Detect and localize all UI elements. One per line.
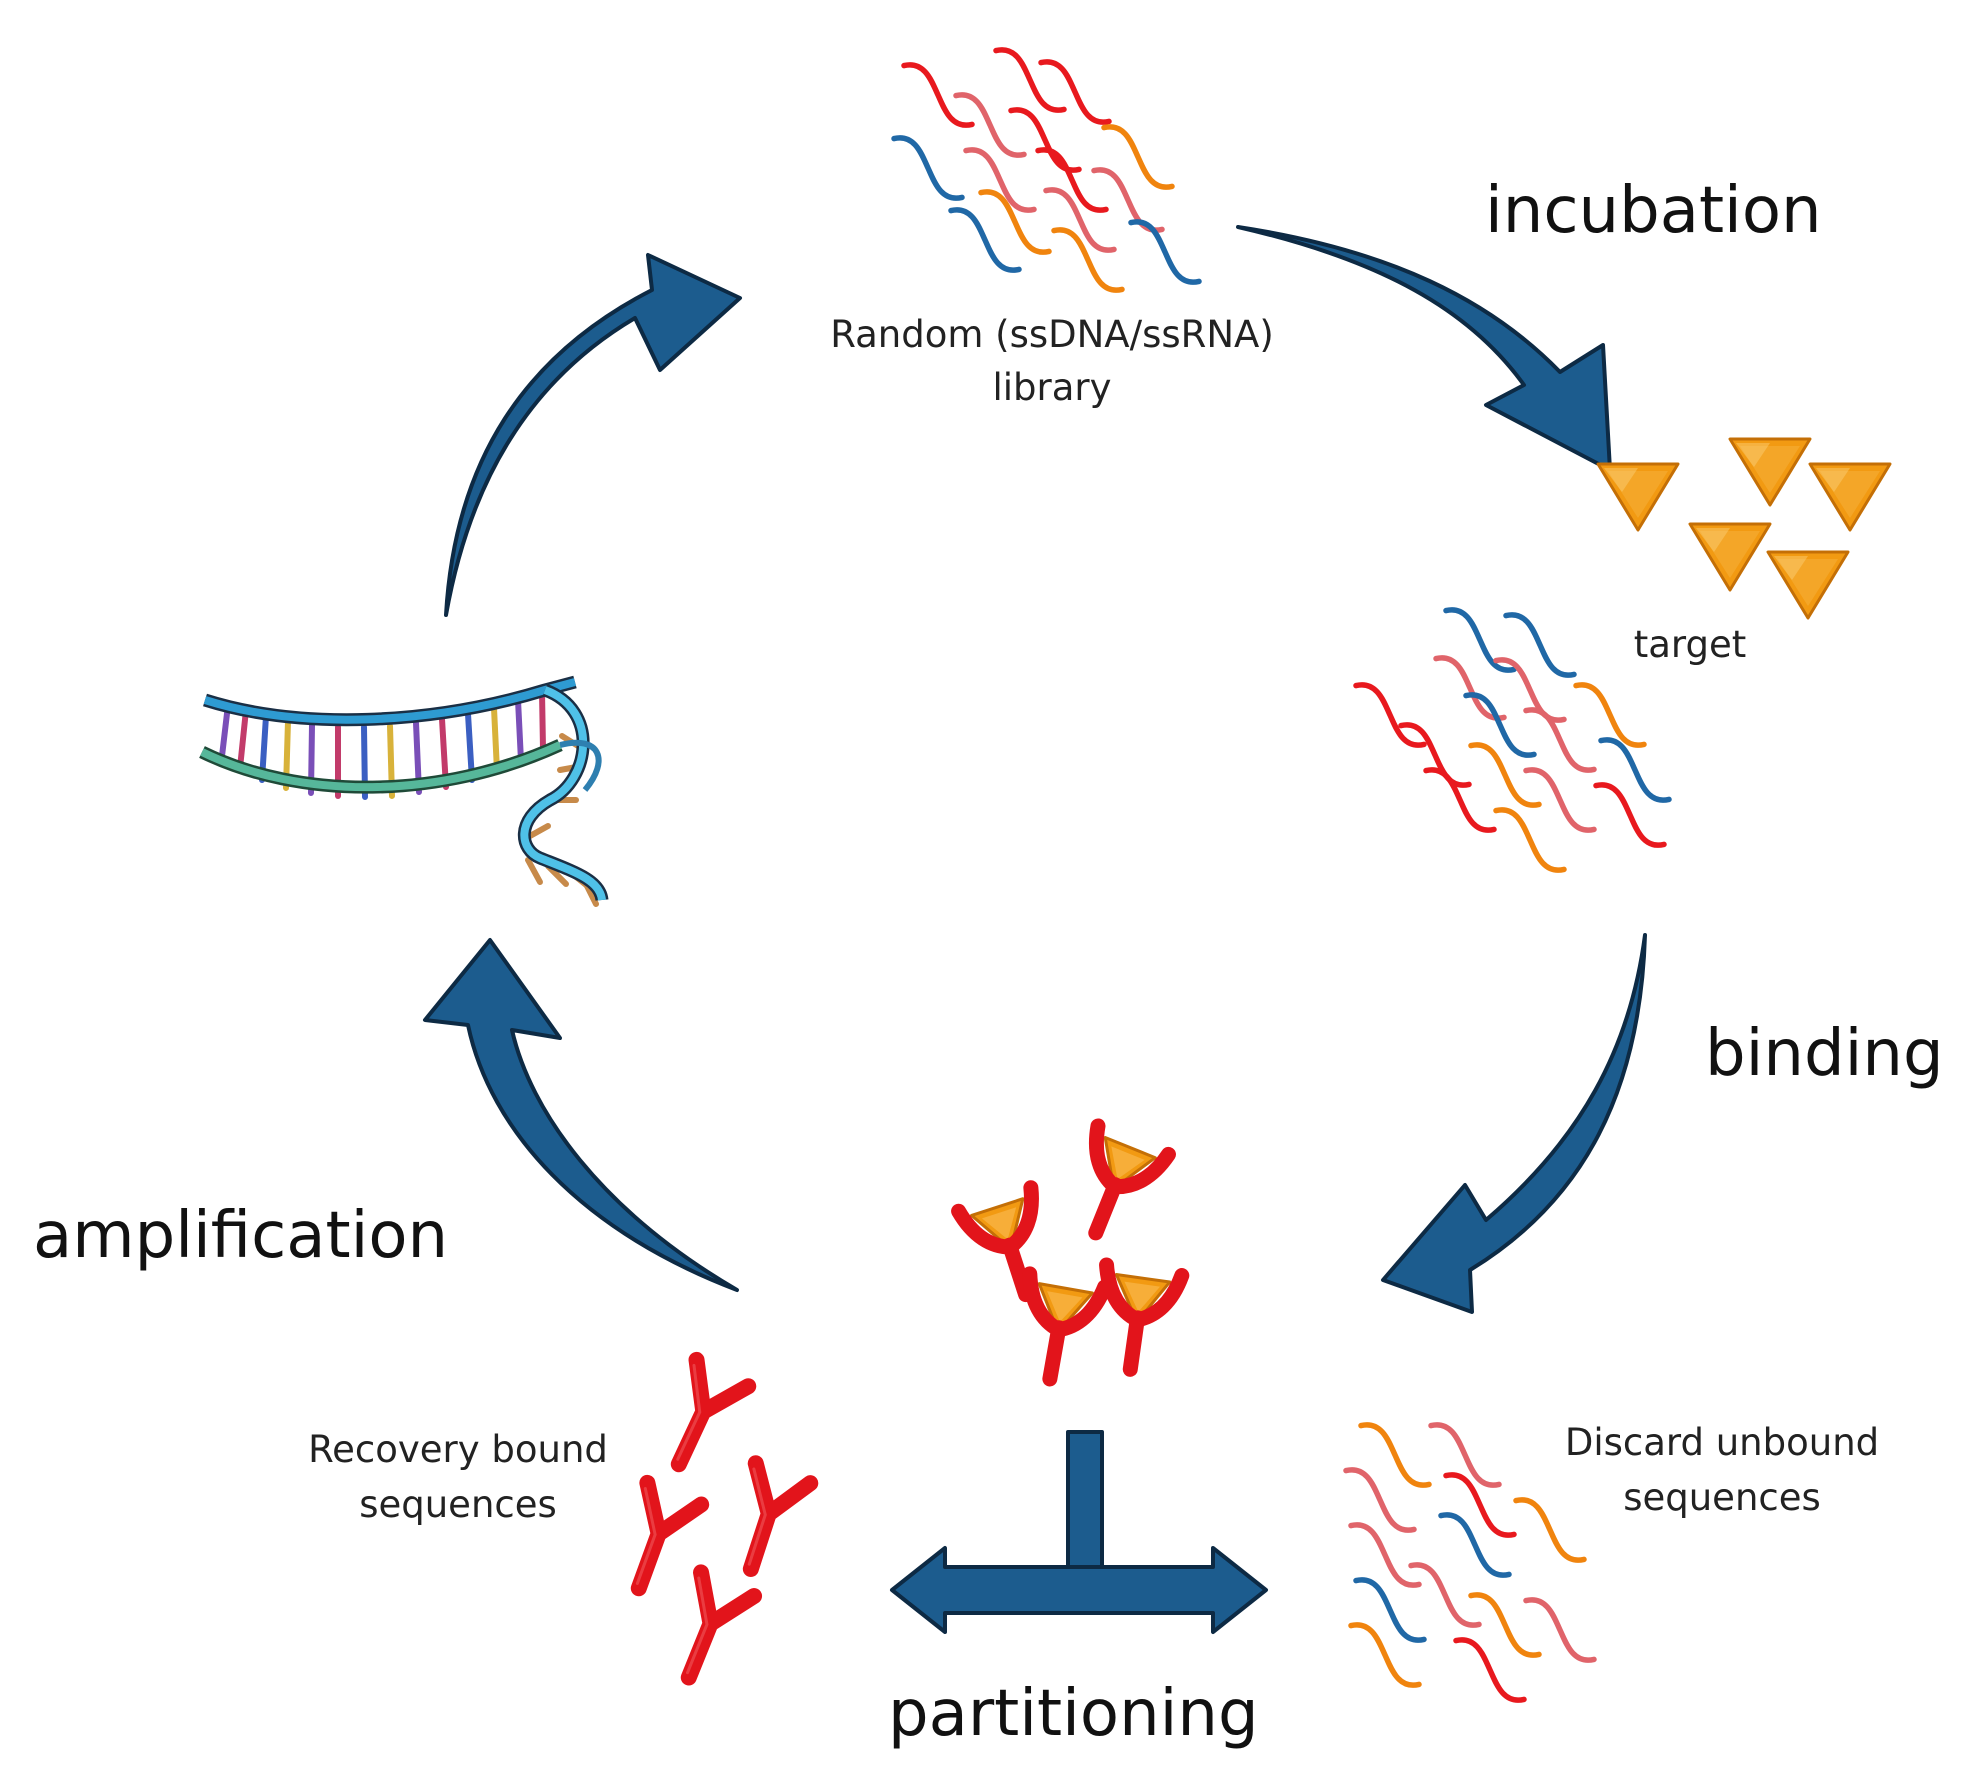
recovered-aptamers — [612, 1360, 810, 1689]
library-label-line2: library — [992, 366, 1111, 409]
step-incubation-label: incubation — [1485, 174, 1822, 248]
aptamer-target-complexes — [959, 1126, 1182, 1386]
arrow-recycle — [444, 253, 742, 617]
target-triangles — [1596, 437, 1892, 620]
discard-label-line1: Discard unbound — [1565, 1421, 1879, 1464]
discarded-strands — [1334, 1422, 1607, 1703]
arrow-incubation — [1236, 225, 1612, 472]
dna-helix — [199, 675, 609, 907]
target-label: target — [1634, 623, 1747, 666]
arrow-binding — [1381, 933, 1647, 1314]
partition-arrow — [890, 1430, 1268, 1634]
recovery-label-line1: Recovery bound — [308, 1428, 608, 1471]
discard-label-line2: sequences — [1623, 1476, 1821, 1519]
incubation-strands — [1344, 607, 1682, 873]
step-amplification-label: amplification — [33, 1199, 448, 1273]
discard-label: Discard unbound sequences — [1565, 1421, 1879, 1519]
step-partitioning-label: partitioning — [888, 1677, 1259, 1751]
step-binding-label: binding — [1705, 1017, 1944, 1091]
arrow-amplification — [423, 938, 739, 1292]
library-label-line1: Random (ssDNA/ssRNA) — [830, 313, 1274, 356]
recovery-label-line2: sequences — [359, 1483, 557, 1526]
library-strands — [882, 47, 1212, 293]
library-label: Random (ssDNA/ssRNA) library — [830, 313, 1274, 409]
recovery-label: Recovery bound sequences — [308, 1428, 608, 1526]
